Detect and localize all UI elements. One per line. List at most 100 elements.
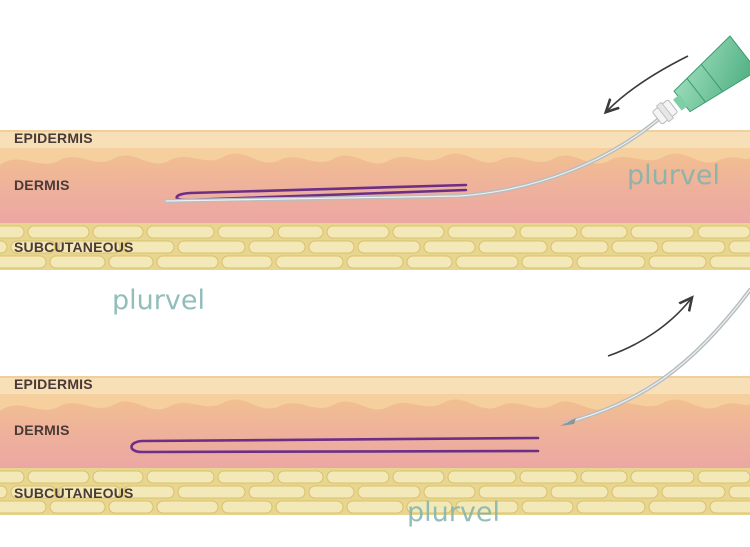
fat-cell [447, 470, 517, 484]
fat-cell [123, 240, 175, 254]
fat-cell [521, 500, 574, 514]
dermis-label: DERMIS [14, 422, 70, 438]
fat-cell [346, 255, 404, 269]
fat-cell [357, 485, 421, 499]
fat-cell [576, 255, 646, 269]
fat-cell [648, 255, 707, 269]
dermis-papillae [0, 394, 750, 411]
fat-cell [455, 500, 519, 514]
fat-cell [728, 485, 750, 499]
panel-1-needle [164, 35, 750, 203]
fat-cell [0, 240, 8, 254]
fat-cell [697, 225, 750, 239]
panel-2-skin [0, 376, 750, 515]
fat-cell [326, 225, 390, 239]
fat-cell [406, 500, 453, 514]
fat-cell [49, 500, 106, 514]
fat-cell [156, 255, 219, 269]
fat-cell [108, 500, 154, 514]
panel-2-needle [130, 288, 750, 454]
fat-cell [58, 485, 121, 499]
subcutaneous-label: SUBCUTANEOUS [14, 485, 134, 501]
fat-cell [709, 255, 750, 269]
fat-cell [550, 485, 609, 499]
fat-cell [217, 225, 275, 239]
fat-cell [326, 470, 390, 484]
fat-cell [611, 485, 659, 499]
fat-cell [661, 240, 726, 254]
fat-cell [478, 240, 548, 254]
fat-cells [0, 470, 750, 514]
fat-cell [221, 255, 273, 269]
fat-cell [308, 240, 355, 254]
fat-cell [611, 240, 659, 254]
fat-cell [277, 225, 324, 239]
fat-cell [49, 255, 106, 269]
fat-cell [478, 485, 548, 499]
fat-cell [447, 225, 517, 239]
fat-cell [346, 500, 404, 514]
fat-cell [275, 500, 344, 514]
epidermis-layer [0, 376, 750, 394]
fat-cell [27, 470, 90, 484]
fat-cell [177, 485, 246, 499]
fat-cell [0, 485, 8, 499]
epidermis-label: EPIDERMIS [14, 376, 93, 392]
watermark: plurvel [627, 160, 720, 191]
needle-bevel [560, 418, 576, 426]
fat-cell [156, 500, 219, 514]
needle-hub [652, 99, 678, 125]
fat-cell [92, 470, 144, 484]
fat-cell [146, 225, 215, 239]
fat-cell [406, 255, 453, 269]
fat-cell [709, 500, 750, 514]
fat-cell [0, 225, 25, 239]
fat-cell [58, 240, 121, 254]
fat-cell [550, 240, 609, 254]
fat-cell [308, 485, 355, 499]
fat-cell [661, 485, 726, 499]
direction-arrow [608, 55, 689, 110]
fat-cell [108, 255, 154, 269]
fat-cell [277, 470, 324, 484]
fat-cell [630, 470, 695, 484]
fat-cell [123, 485, 175, 499]
fat-cell [177, 240, 246, 254]
epidermis-layer [0, 130, 750, 148]
fat-cell [630, 225, 695, 239]
fat-cell [217, 470, 275, 484]
fat-cell [10, 240, 56, 254]
dermis-label: DERMIS [14, 177, 70, 193]
fat-cell [10, 485, 56, 499]
fat-cell [248, 240, 306, 254]
thread-loop [130, 436, 540, 454]
fat-cell [146, 470, 215, 484]
fat-cell [0, 470, 25, 484]
fat-cell [519, 470, 578, 484]
fat-cell [0, 255, 47, 269]
dermis-papillae [0, 148, 750, 165]
panel-1-skin [0, 130, 750, 270]
fat-cell [275, 255, 344, 269]
fat-cell [392, 225, 445, 239]
fat-cell [27, 225, 90, 239]
fat-cell [697, 470, 750, 484]
fat-cell [580, 470, 628, 484]
fat-cell [455, 255, 519, 269]
fat-cell [519, 225, 578, 239]
watermark: plurvel [112, 285, 205, 316]
fat-cell [648, 500, 707, 514]
fat-cell [521, 255, 574, 269]
fat-cell [221, 500, 273, 514]
fat-cell [357, 240, 421, 254]
fat-cell [728, 240, 750, 254]
fat-cell [248, 485, 306, 499]
direction-arrow [607, 300, 690, 357]
fat-cell [92, 225, 144, 239]
fat-cell [0, 500, 47, 514]
fat-cell [576, 500, 646, 514]
fat-cells [0, 225, 750, 269]
fat-cell [423, 240, 476, 254]
fat-cell [580, 225, 628, 239]
